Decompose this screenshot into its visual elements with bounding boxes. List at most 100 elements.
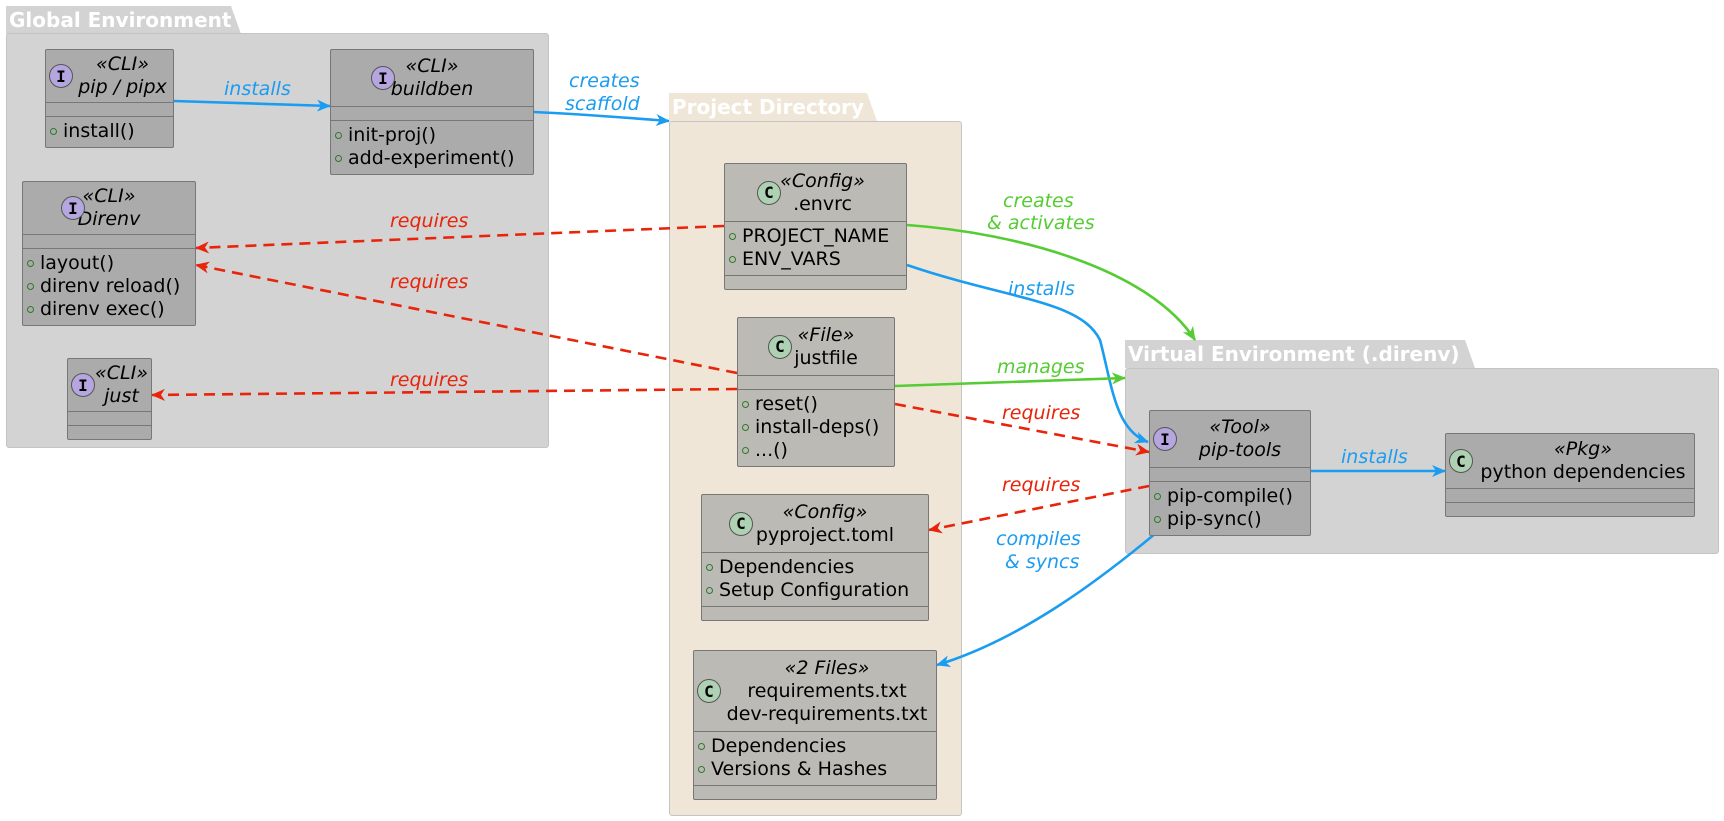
class-name: pyproject.toml xyxy=(755,523,895,546)
attributes-compartment xyxy=(46,102,173,116)
method-row: ...() xyxy=(742,439,894,462)
method-row: reset() xyxy=(742,393,894,416)
stereotype: «File» xyxy=(797,323,855,346)
attribute-row: Dependencies xyxy=(706,556,928,579)
edge-envrc-installs-piptools xyxy=(906,263,1149,444)
public-visibility-icon xyxy=(335,132,342,139)
label-installs-pip: installs xyxy=(224,78,291,100)
class-pip-pipx[interactable]: I «CLI» pip / pipx install() xyxy=(45,49,174,148)
label-creates-1: creates xyxy=(569,70,640,92)
attributes-compartment xyxy=(738,375,894,389)
methods-compartment xyxy=(725,275,906,289)
public-visibility-icon xyxy=(729,233,736,240)
edge-pip-installs-buildben xyxy=(173,99,331,112)
class-requirements[interactable]: C «2 Files» requirements.txt dev-require… xyxy=(693,650,937,800)
public-visibility-icon xyxy=(27,260,34,267)
edge-justfile-manages-venv xyxy=(894,372,1126,388)
attributes-compartment: PROJECT_NAME ENV_VARS xyxy=(725,221,906,275)
class-badge-icon: C xyxy=(757,180,781,205)
stereotype: «Config» xyxy=(782,500,868,523)
attributes-compartment xyxy=(1446,488,1694,502)
public-visibility-icon xyxy=(698,743,705,750)
attribute-row: Versions & Hashes xyxy=(698,758,936,781)
method-row: direnv reload() xyxy=(27,275,195,298)
public-visibility-icon xyxy=(50,128,57,135)
public-visibility-icon xyxy=(742,447,749,454)
public-visibility-icon xyxy=(706,564,713,571)
class-python-dependencies[interactable]: C «Pkg» python dependencies xyxy=(1445,433,1695,517)
class-name: .envrc xyxy=(793,192,852,215)
attribute-row: Dependencies xyxy=(698,735,936,758)
public-visibility-icon xyxy=(698,766,705,773)
label-installs-deps: installs xyxy=(1341,446,1408,468)
public-visibility-icon xyxy=(742,424,749,431)
methods-compartment xyxy=(694,785,936,799)
methods-compartment xyxy=(68,425,151,439)
attributes-compartment xyxy=(1150,467,1310,481)
public-visibility-icon xyxy=(335,155,342,162)
class-badge-icon: C xyxy=(768,334,792,359)
methods-compartment: reset() install-deps() ...() xyxy=(738,389,894,466)
public-visibility-icon xyxy=(27,283,34,290)
public-visibility-icon xyxy=(706,587,713,594)
method-row: direnv exec() xyxy=(27,298,195,321)
stereotype: «CLI» xyxy=(96,53,149,75)
package-tab-global: Global Environment xyxy=(6,6,241,34)
stereotype: «2 Files» xyxy=(784,656,870,679)
class-buildben[interactable]: I «CLI» buildben init-proj() add-experim… xyxy=(330,49,534,175)
stereotype: «CLI» xyxy=(405,55,459,77)
label-creates-activates-2: & activates xyxy=(987,212,1095,234)
methods-compartment: install() xyxy=(46,116,173,147)
label-scaffold-2: scaffold xyxy=(565,93,640,115)
label-compiles-2: & syncs xyxy=(1005,551,1080,573)
class-name-line-1: requirements.txt xyxy=(747,679,907,702)
class-direnv[interactable]: I «CLI» Direnv layout() direnv reload() … xyxy=(22,181,196,326)
method-row: init-proj() xyxy=(335,124,533,147)
methods-compartment: init-proj() add-experiment() xyxy=(331,120,533,174)
edge-envrc-requires-direnv xyxy=(195,224,725,254)
attributes-compartment: Dependencies Setup Configuration xyxy=(702,552,928,606)
methods-compartment: pip-compile() pip-sync() xyxy=(1150,481,1310,535)
interface-badge-icon: I xyxy=(61,196,85,220)
attributes-compartment xyxy=(23,234,195,248)
public-visibility-icon xyxy=(729,256,736,263)
edge-piptools-compiles-reqs xyxy=(936,527,1163,667)
edge-justfile-requires-piptools xyxy=(894,402,1150,456)
method-row: install() xyxy=(50,120,173,143)
attributes-compartment xyxy=(331,106,533,120)
label-requires-justfile-just: requires xyxy=(390,369,469,391)
method-row: pip-compile() xyxy=(1154,485,1310,508)
methods-compartment xyxy=(1446,502,1694,516)
edge-justfile-requires-just xyxy=(151,387,738,401)
attributes-compartment: Dependencies Versions & Hashes xyxy=(694,731,936,785)
package-tab-project: Project Directory xyxy=(669,93,877,121)
public-visibility-icon xyxy=(1154,493,1161,500)
attribute-row: Setup Configuration xyxy=(706,579,928,602)
method-row: add-experiment() xyxy=(335,147,533,170)
interface-badge-icon: I xyxy=(49,64,73,88)
edge-piptools-requires-pyproject xyxy=(928,484,1150,534)
class-name: Direnv xyxy=(77,208,141,230)
class-pip-tools[interactable]: I «Tool» pip-tools pip-compile() pip-syn… xyxy=(1149,410,1311,536)
interface-badge-icon: I xyxy=(1153,427,1177,451)
class-badge-icon: C xyxy=(729,511,753,536)
class-envrc[interactable]: C «Config» .envrc PROJECT_NAME ENV_VARS xyxy=(724,163,907,290)
methods-compartment xyxy=(702,606,928,620)
label-requires-justfile-direnv: requires xyxy=(390,271,469,293)
class-badge-icon: C xyxy=(697,679,721,703)
label-compiles-1: compiles xyxy=(996,528,1081,550)
interface-badge-icon: I xyxy=(71,373,95,397)
edge-envrc-creates-venv xyxy=(906,223,1197,341)
label-requires-piptools-pyproject: requires xyxy=(1002,474,1081,496)
class-justfile[interactable]: C «File» justfile reset() install-deps()… xyxy=(737,317,895,467)
class-badge-icon: C xyxy=(1449,449,1473,473)
interface-badge-icon: I xyxy=(371,66,395,90)
class-name-line-2: dev-requirements.txt xyxy=(726,702,928,725)
public-visibility-icon xyxy=(742,401,749,408)
class-name: pip / pipx xyxy=(78,76,167,98)
class-just[interactable]: I «CLI» just xyxy=(67,358,152,440)
attribute-row: PROJECT_NAME xyxy=(729,225,906,248)
class-pyproject[interactable]: C «Config» pyproject.toml Dependencies S… xyxy=(701,494,929,621)
